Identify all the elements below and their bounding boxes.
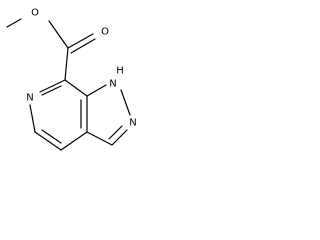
atom-labels: O O N H N N	[26, 8, 136, 129]
bond-c7-n6-2	[41, 85, 62, 96]
bond-c7a-c7	[64, 79, 88, 97]
atom-carbonyl-oxygen: O	[101, 27, 109, 38]
atom-pyrazole-nh-hydrogen: H	[116, 66, 124, 77]
bond-c4-c3a	[60, 131, 88, 151]
bond-n2-c3-2	[108, 125, 123, 140]
bond-methyl-o	[6, 18, 22, 28]
bond-n2-c3-1	[111, 129, 128, 146]
molecule-structure: O O N H N N	[6, 8, 137, 151]
bond-c7a-n1	[86, 84, 107, 97]
bonds	[6, 18, 131, 151]
bond-o-carbonyl-c	[48, 20, 69, 49]
atom-pyrazole-nh-nitrogen: N	[109, 79, 116, 90]
atom-pyridine-nitrogen: N	[26, 93, 33, 104]
atom-ester-oxygen: O	[31, 8, 39, 19]
bond-c7-n6-1	[39, 79, 66, 93]
bond-carbonyl-c-o-2	[70, 38, 96, 54]
bond-c5-c4-1	[34, 131, 62, 151]
bond-carbonyl-c-c7	[64, 47, 69, 81]
bond-n6-c5	[29, 104, 36, 133]
bond-carbonyl-c-o-1	[67, 33, 94, 49]
atom-pyrazole-nitrogen: N	[129, 118, 136, 129]
bond-n1-n2	[120, 89, 131, 116]
bond-c3-c3a	[86, 131, 113, 146]
bond-c5-c4-2	[41, 129, 62, 144]
